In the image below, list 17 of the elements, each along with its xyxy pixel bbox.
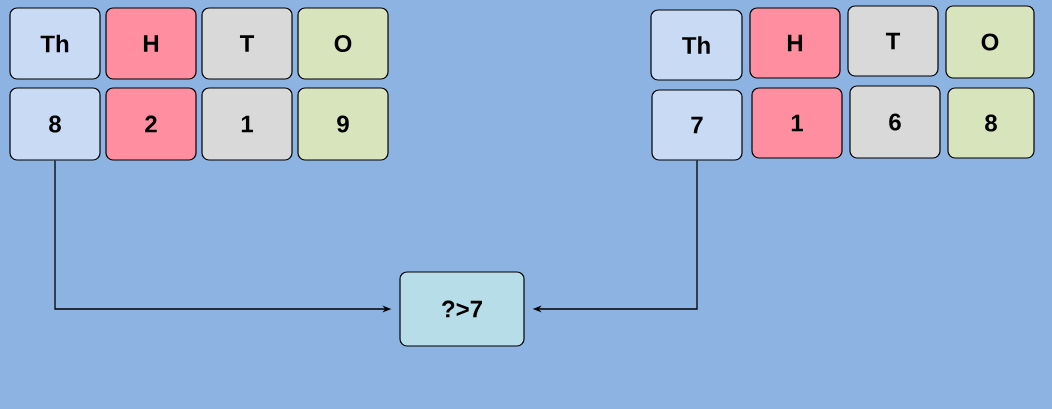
label-box: Th	[650, 9, 743, 81]
label-box: O	[945, 5, 1035, 79]
label-box: T	[847, 5, 939, 77]
label-box: T	[201, 7, 293, 80]
comparison-box: ?>7	[399, 271, 525, 347]
label-box: O	[297, 7, 389, 80]
label-box: 1	[201, 87, 293, 161]
label-box: Th	[9, 7, 101, 80]
label-box: 9	[297, 87, 389, 161]
label-box: H	[749, 7, 841, 79]
label-box: 7	[651, 89, 743, 161]
label-box: 1	[751, 87, 843, 159]
label-box: 8	[9, 87, 101, 161]
label-box: 6	[849, 85, 941, 159]
label-box: H	[105, 7, 197, 80]
label-box: 8	[947, 87, 1035, 159]
label-box: 2	[105, 87, 197, 161]
